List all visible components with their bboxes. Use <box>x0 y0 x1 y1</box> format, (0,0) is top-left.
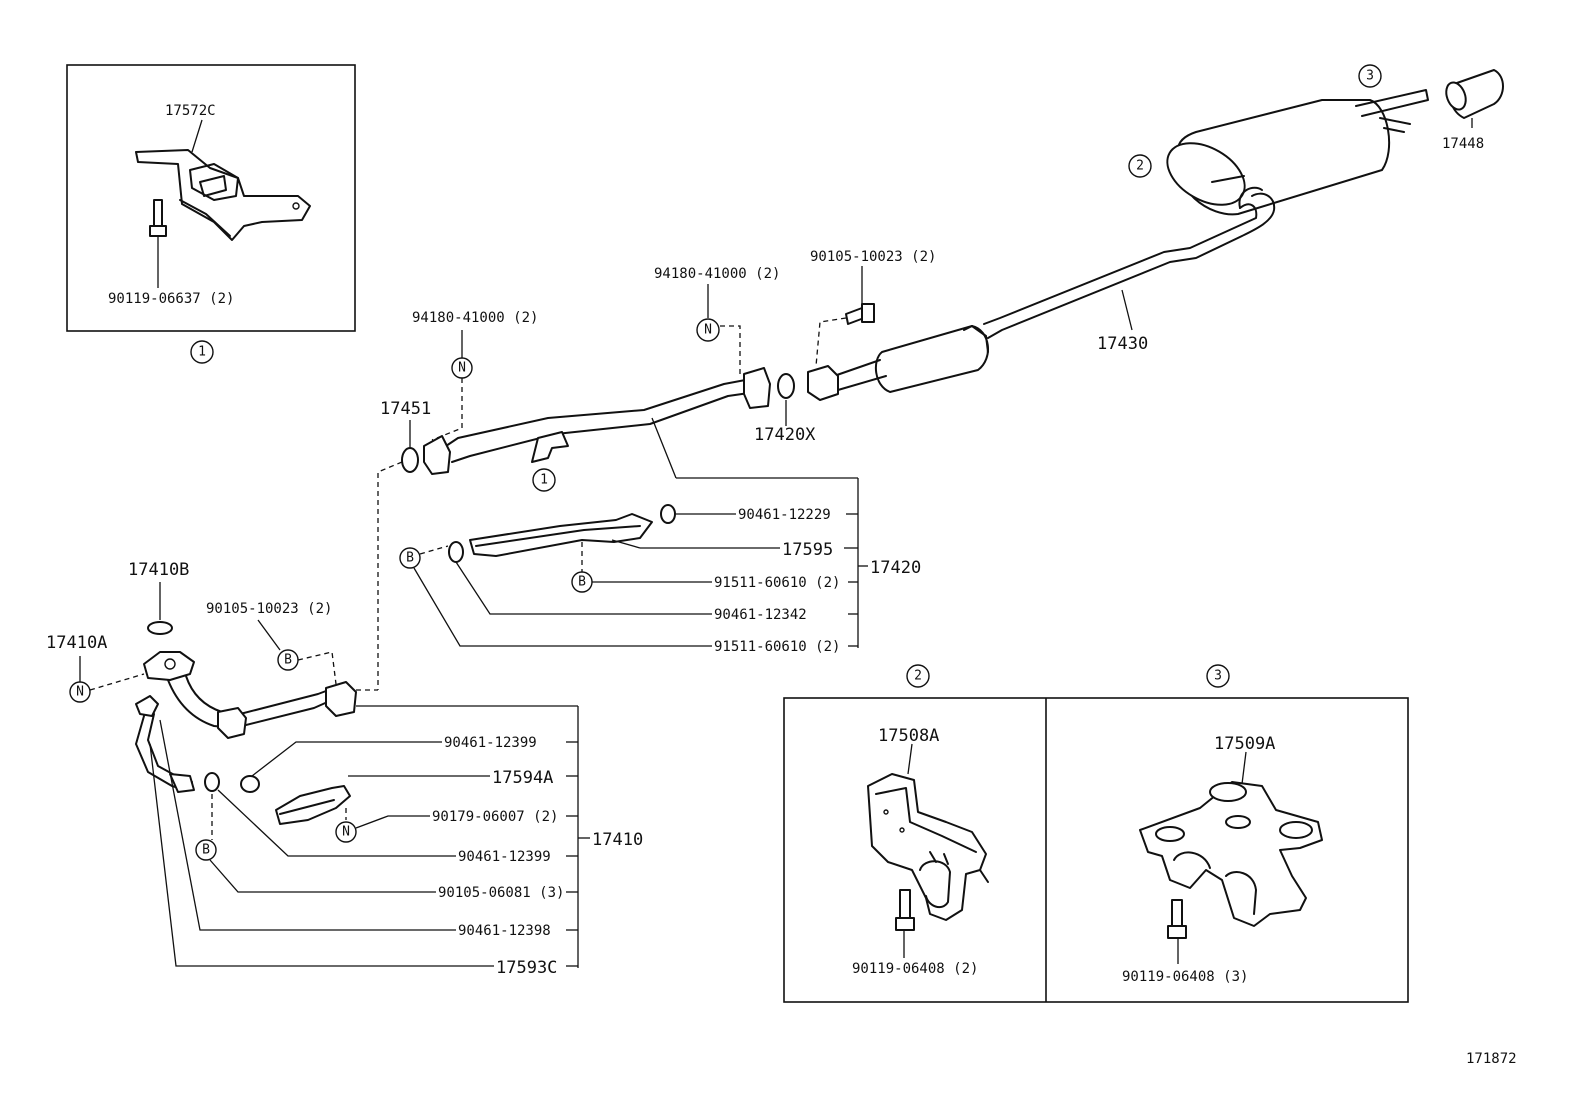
part-90461-12398: 90461-12398 <box>458 923 551 939</box>
center-pipe-17420 <box>401 367 795 475</box>
part-17509A: 17509A <box>1214 734 1275 754</box>
part-17448-tail <box>1445 69 1504 128</box>
svg-text:3: 3 <box>1214 669 1222 684</box>
part-90119-06408-3: 90119-06408 (3) <box>1122 969 1248 985</box>
svg-text:N: N <box>342 825 350 840</box>
svg-text:2: 2 <box>914 669 922 684</box>
part-17410: 17410 <box>592 830 643 850</box>
part-90105-10023-top: 90105-10023 (2) <box>810 249 936 265</box>
callout-2-inset: 2 <box>906 664 930 688</box>
part-94180-41000-left: 94180-41000 (2) <box>412 310 538 326</box>
callout-1-inset: 1 <box>190 340 214 364</box>
part-17593C: 17593C <box>496 958 557 978</box>
svg-text:1: 1 <box>540 473 548 488</box>
svg-text:B: B <box>578 575 586 590</box>
part-17430: 17430 <box>1097 334 1148 354</box>
callout-N-left: N <box>451 357 473 379</box>
part-17451: 17451 <box>380 399 431 419</box>
part-90461-12399-a: 90461-12399 <box>444 735 537 751</box>
svg-text:B: B <box>284 653 292 668</box>
tailpipe-17430 <box>807 186 1276 401</box>
part-17410B: 17410B <box>128 560 189 580</box>
part-17410A: 17410A <box>46 633 107 653</box>
svg-text:B: B <box>202 843 210 858</box>
part-90105-06081: 90105-06081 (3) <box>438 885 564 901</box>
callout-N-right: N <box>696 318 720 342</box>
callout-3-inset: 3 <box>1206 664 1230 688</box>
part-90461-12342: 90461-12342 <box>714 607 807 623</box>
hanger-17593C <box>135 695 195 793</box>
part-17420: 17420 <box>870 558 921 578</box>
heat-insulator-17595 <box>448 504 676 572</box>
part-90461-12229: 90461-12229 <box>738 507 831 523</box>
callout-B-center-b: B <box>571 571 593 593</box>
callout-B-center-a: B <box>399 547 421 569</box>
callout-2-main: 2 <box>1128 154 1152 178</box>
part-17595: 17595 <box>782 540 833 560</box>
part-91511-60610-b: 91511-60610 (2) <box>714 639 840 655</box>
part-17572C: 17572C <box>165 103 216 119</box>
diagram-reference-number: 171872 <box>1466 1051 1517 1067</box>
part-94180-41000-right: 94180-41000 (2) <box>654 266 780 282</box>
svg-text:N: N <box>704 323 712 338</box>
svg-text:1: 1 <box>198 345 206 360</box>
callout-1-center: 1 <box>532 468 556 492</box>
svg-text:3: 3 <box>1366 69 1374 84</box>
part-17420X: 17420X <box>754 425 816 445</box>
part-17594A: 17594A <box>492 768 553 788</box>
part-17508A: 17508A <box>878 726 939 746</box>
inset-detail-1: 17572C 90119-06637 (2) <box>66 64 356 332</box>
callout-N-front-bottom: N <box>335 821 357 843</box>
callout-B-front-bottom: B <box>195 839 217 861</box>
heat-insulator-17594A <box>204 772 351 825</box>
svg-text:N: N <box>76 685 84 700</box>
part-90105-10023-left: 90105-10023 (2) <box>206 601 332 617</box>
main-muffler <box>1166 89 1429 216</box>
svg-text:N: N <box>458 361 466 376</box>
svg-text:B: B <box>406 551 414 566</box>
inset-details-2-3 <box>783 697 1409 1003</box>
part-90179-06007: 90179-06007 (2) <box>432 809 558 825</box>
part-90461-12399-b: 90461-12399 <box>458 849 551 865</box>
svg-text:2: 2 <box>1136 159 1144 174</box>
part-90119-06637: 90119-06637 (2) <box>108 291 234 307</box>
bracket-17509A <box>1139 781 1323 964</box>
part-91511-60610-a: 91511-60610 (2) <box>714 575 840 591</box>
callout-B-front-top: B <box>277 649 299 671</box>
front-pipe-17410 <box>143 621 357 739</box>
callout-3-main: 3 <box>1358 64 1382 88</box>
bolt-90105-10023-top <box>815 266 875 367</box>
part-90119-06408-2: 90119-06408 (2) <box>852 961 978 977</box>
callout-N-front: N <box>69 681 91 703</box>
part-17448: 17448 <box>1442 136 1484 152</box>
bracket-17508A <box>867 773 989 958</box>
